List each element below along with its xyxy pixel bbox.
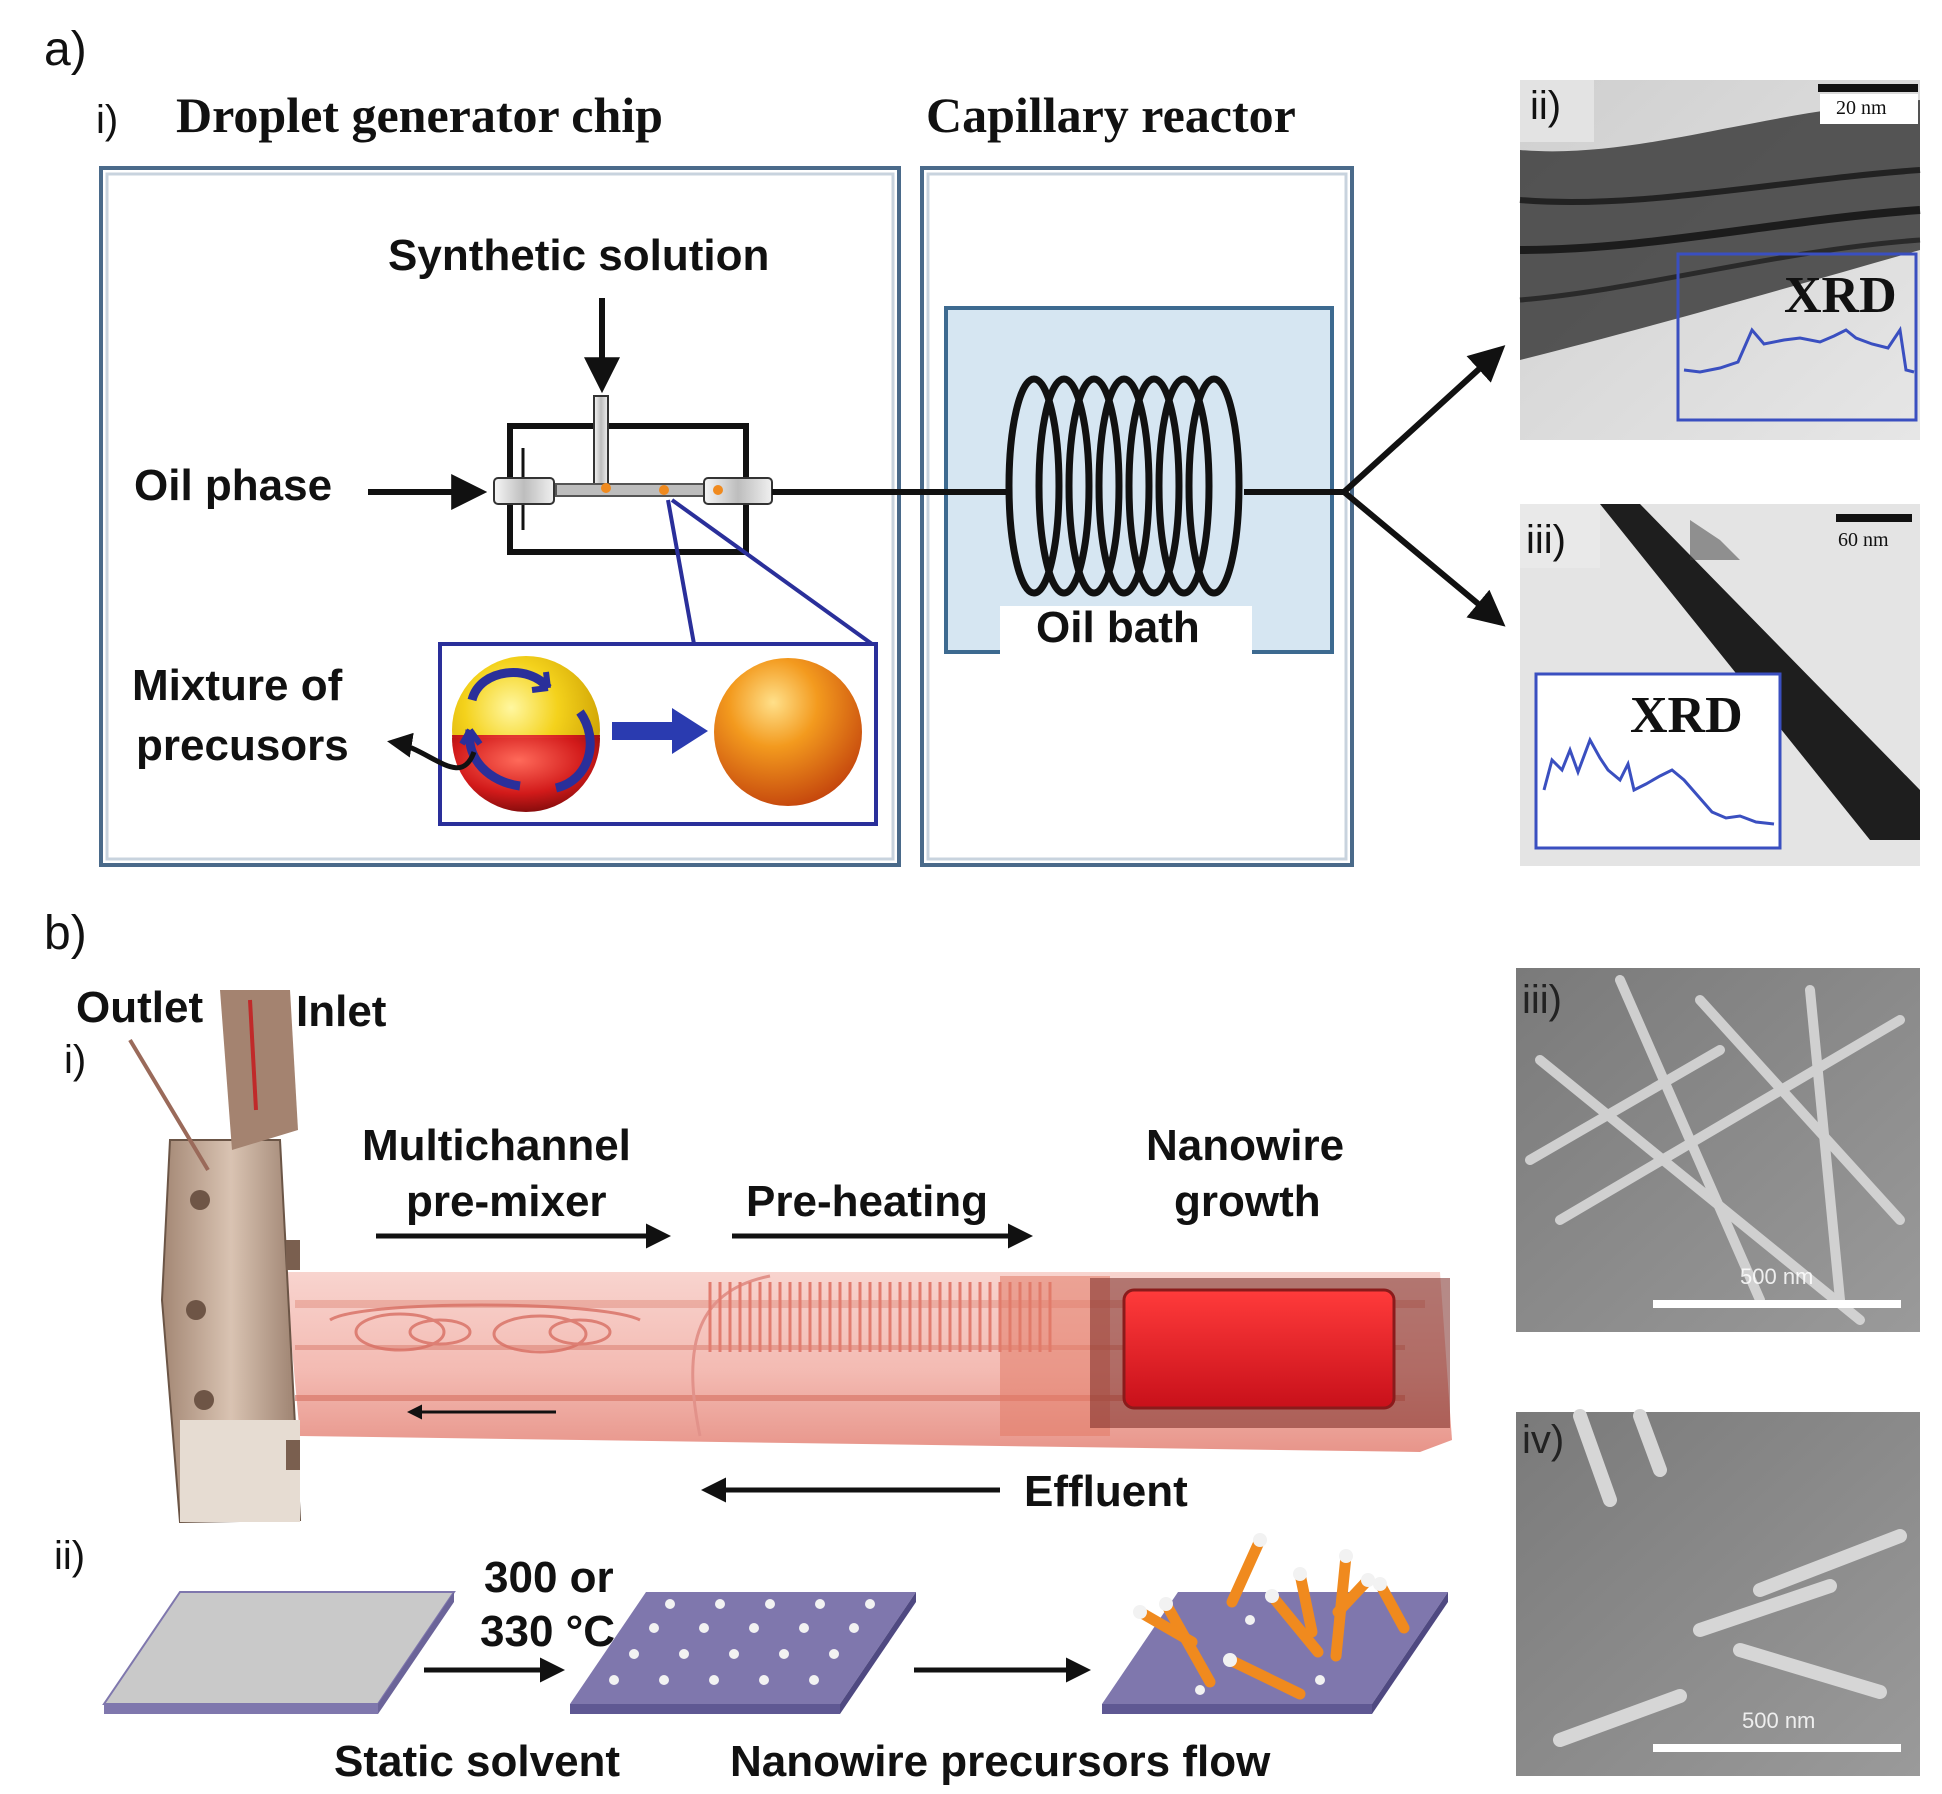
panel-a-sub-i: i)	[96, 98, 119, 142]
panel-b-sub-iii: iii)	[1522, 978, 1562, 1022]
substrate-nanowires	[1102, 1533, 1448, 1714]
outlet-label: Outlet	[76, 983, 204, 1032]
substrate-static	[102, 1591, 456, 1705]
reactor-title: Capillary reactor	[926, 87, 1296, 143]
capillary-coil	[1005, 375, 1243, 597]
temperature-line2: 330 °C	[480, 1607, 616, 1656]
xrd-label-iii: XRD	[1630, 687, 1743, 744]
preheating-label: Pre-heating	[746, 1177, 989, 1226]
premixer-label-line1: Multichannel	[362, 1121, 631, 1170]
sem-scale-iii-label: 500 nm	[1740, 1264, 1814, 1289]
growth-reservoir	[1122, 1288, 1396, 1410]
inlet-label: Inlet	[296, 987, 387, 1036]
scale-bar-iii-label: 60 nm	[1838, 529, 1889, 551]
xrd-trace-iii	[1542, 736, 1775, 826]
sem-scale-iv-label: 500 nm	[1742, 1708, 1816, 1733]
panel-a-sub-iii: iii)	[1526, 518, 1566, 562]
panel-b-sub-i: i)	[64, 1038, 87, 1082]
oil-bath-label: Oil bath	[1036, 603, 1200, 652]
panel-b-letter: b)	[44, 907, 87, 960]
xrd-trace-ii	[1683, 325, 1915, 374]
mixture-label-line1: Mixture of	[132, 661, 343, 710]
growth-label-line1: Nanowire	[1146, 1121, 1345, 1170]
xrd-label-ii: XRD	[1784, 267, 1897, 324]
panel-b-sub-ii: ii)	[54, 1534, 86, 1578]
reactor-chip-photo	[128, 990, 1452, 1524]
oil-bath	[944, 306, 1334, 654]
scale-bar-ii-label: 20 nm	[1836, 97, 1887, 119]
mixing-droplet	[452, 656, 600, 812]
chip-title: Droplet generator chip	[176, 87, 663, 143]
temperature-line1: 300 or	[484, 1553, 614, 1602]
sem-image-iii	[1516, 968, 1920, 1332]
mixed-droplet	[714, 658, 862, 806]
substrate-seeded	[570, 1592, 916, 1714]
tem-image-iii	[1520, 504, 1920, 866]
sem-image-iv	[1516, 1409, 1920, 1776]
effluent-label: Effluent	[1024, 1467, 1188, 1516]
preheating-serpentine	[708, 1282, 1052, 1352]
tem-image-ii	[1519, 80, 1921, 440]
premixer-label-line2: pre-mixer	[406, 1177, 607, 1226]
precursors-flow-label: Nanowire precursors flow	[730, 1737, 1271, 1786]
synthetic-solution-label: Synthetic solution	[388, 231, 770, 280]
oil-phase-label: Oil phase	[134, 461, 333, 510]
panel-a-letter: a)	[44, 23, 87, 76]
static-solvent-label: Static solvent	[334, 1737, 621, 1786]
panel-b-sub-iv: iv)	[1522, 1418, 1565, 1462]
growth-label-line2: growth	[1174, 1177, 1321, 1226]
panel-a-sub-ii: ii)	[1530, 84, 1562, 128]
mixture-label-line2: precusors	[136, 721, 349, 770]
